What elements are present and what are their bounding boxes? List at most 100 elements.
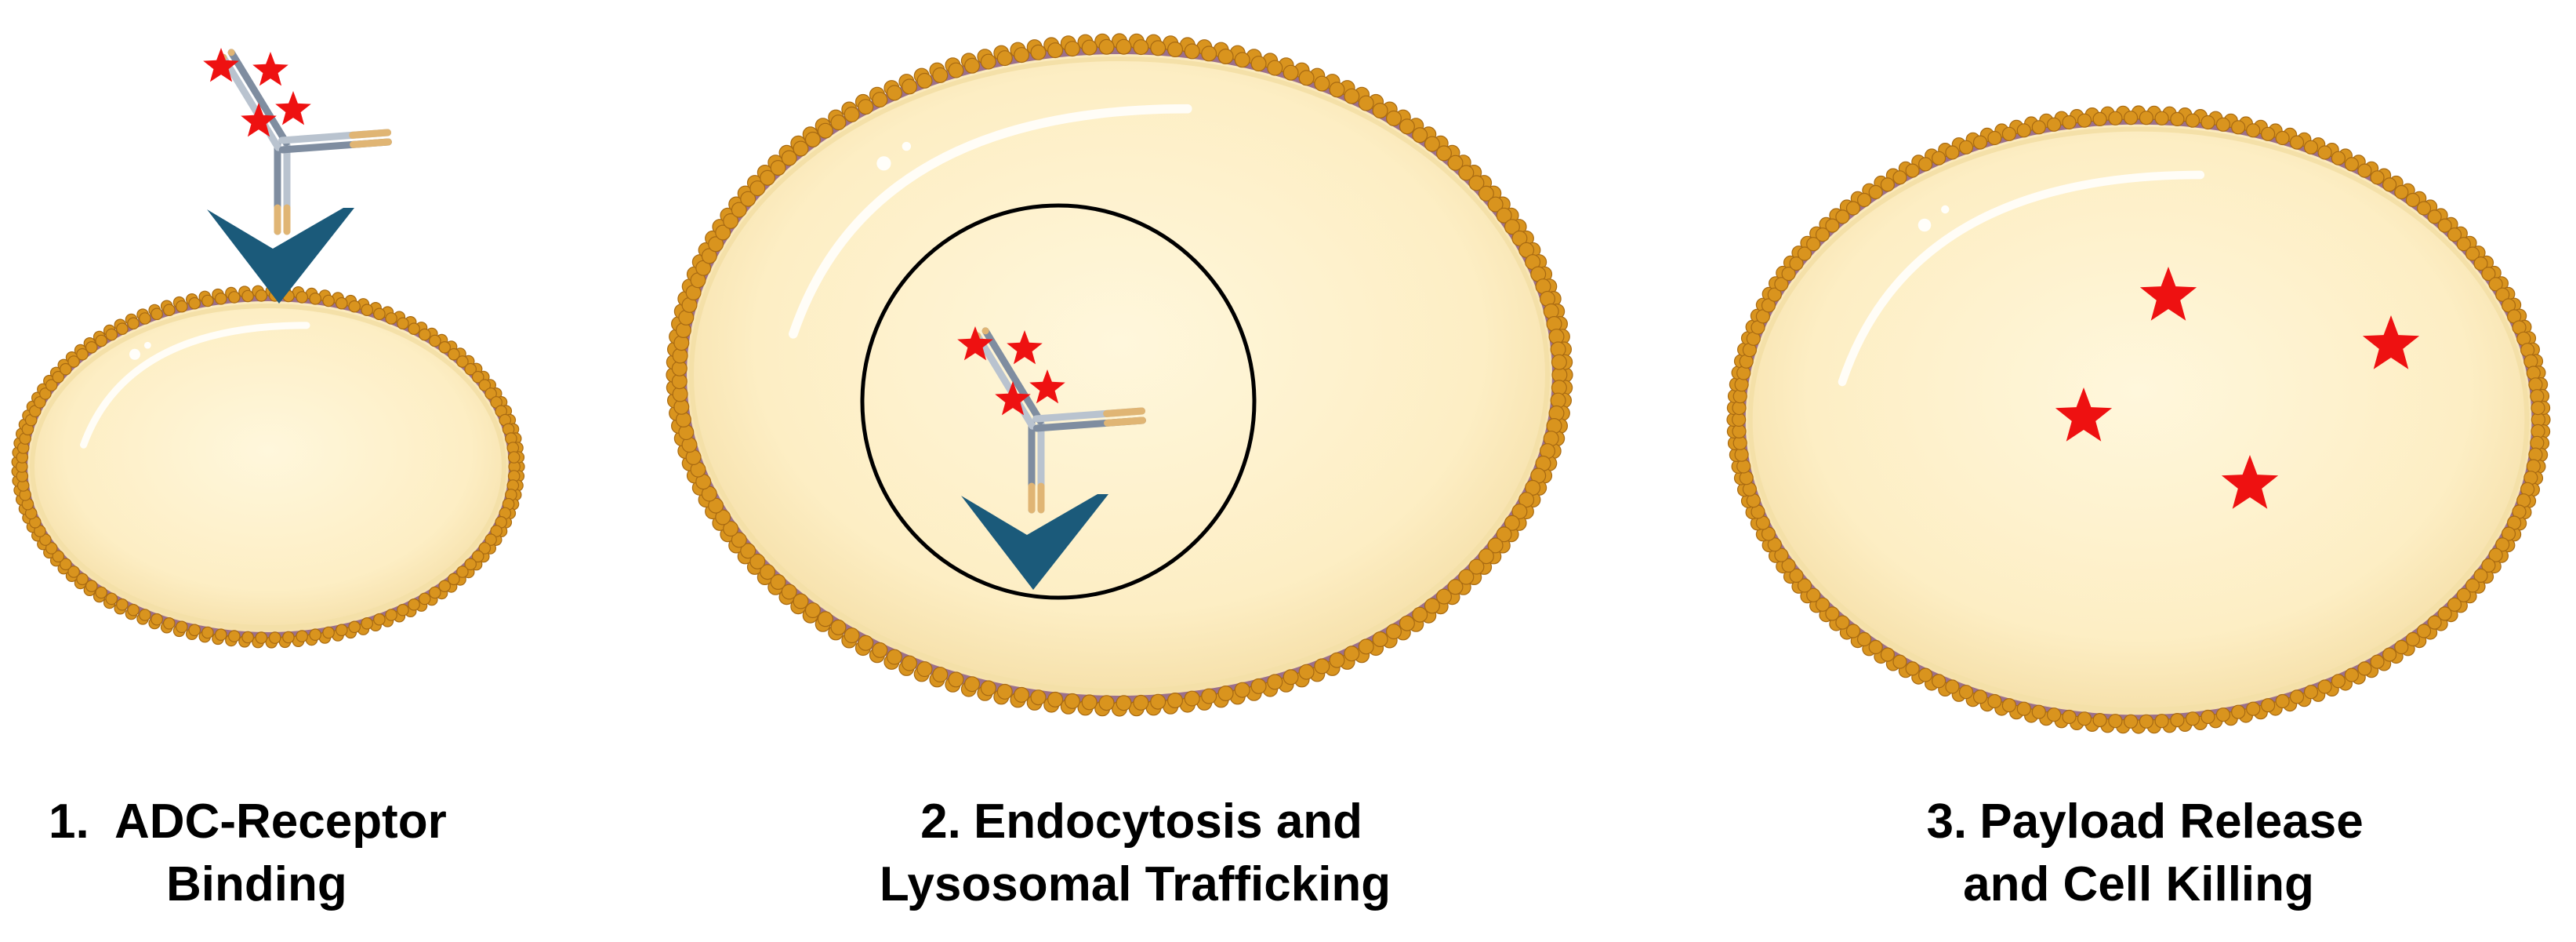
phospholipid-head xyxy=(1424,136,1440,152)
phospholipid-head xyxy=(1166,41,1183,57)
phospholipid-head xyxy=(214,628,227,641)
phospholipid-head xyxy=(241,289,254,303)
phospholipid-head xyxy=(2437,218,2452,233)
phospholipid-head xyxy=(1918,157,1933,172)
phospholipid-head xyxy=(2528,377,2543,392)
payload-star-icon xyxy=(2055,387,2113,442)
antibody-chain xyxy=(981,327,1044,425)
phospholipid-head xyxy=(2108,714,2123,729)
phospholipid-head xyxy=(1487,196,1504,213)
receptor-shape xyxy=(207,208,354,304)
payload-star-icon xyxy=(241,103,277,137)
phospholipid-head xyxy=(2465,246,2480,261)
phospholipid-head xyxy=(116,598,129,611)
phospholipid-head xyxy=(2215,707,2230,722)
phospholipid-head xyxy=(139,312,151,325)
phospholipid-head xyxy=(1385,624,1402,640)
payload-star-icon xyxy=(203,48,239,82)
phospholipid-head xyxy=(2382,177,2397,192)
phospholipid-head xyxy=(2405,192,2420,208)
phospholipid-head xyxy=(2303,140,2319,155)
phospholipid-head xyxy=(2062,709,2077,725)
phospholipid-head xyxy=(428,586,441,599)
phospholipid-head xyxy=(60,362,72,376)
phospholipid-head xyxy=(1478,185,1494,202)
phospholipid-head xyxy=(85,580,98,592)
antibody-drug-conjugate-icon xyxy=(203,48,392,235)
phospholipid-head xyxy=(1267,674,1283,690)
phospholipid-head xyxy=(708,497,724,514)
phospholipid-head xyxy=(2456,587,2471,602)
phospholipid-head xyxy=(844,627,860,644)
phospholipid-head xyxy=(484,387,497,400)
phospholipid-head xyxy=(1372,631,1388,647)
phospholipid-head xyxy=(1478,548,1494,565)
phospholipid-head xyxy=(804,131,821,147)
phospholipid-head xyxy=(309,628,321,641)
phospholipid-head xyxy=(408,322,420,335)
phospholipid-head xyxy=(176,620,188,634)
phospholipid-head xyxy=(902,655,918,671)
phospholipid-head xyxy=(418,592,431,606)
phospholipid-head xyxy=(715,509,731,526)
cell-highlight-dot xyxy=(1917,218,1932,232)
phospholipid-head xyxy=(1825,218,1840,233)
antibody-tip xyxy=(1103,407,1146,417)
receptor-icon xyxy=(207,208,354,304)
phospholipid-head xyxy=(428,334,441,347)
antibody-drug-conjugate-icon xyxy=(957,326,1146,514)
phospholipid-head xyxy=(241,631,254,644)
phospholipid-head xyxy=(2488,277,2503,292)
phospholipid-head xyxy=(708,236,724,253)
phospholipid-head xyxy=(490,525,503,537)
phospholipid-head xyxy=(817,122,833,139)
phospholipid-head xyxy=(858,99,874,115)
phospholipid-head xyxy=(1064,41,1080,57)
cytoplasm xyxy=(687,54,1552,696)
caption-step-3: 3.Payload Release and Cell Killing xyxy=(1864,791,2413,916)
receptor-shape xyxy=(961,494,1108,590)
phospholipid-head xyxy=(1283,64,1299,81)
phospholipid-head xyxy=(2447,597,2462,612)
phospholipid-head xyxy=(1150,40,1166,56)
phospholipid-head xyxy=(1868,184,1883,200)
phospholipid-head xyxy=(2170,712,2185,728)
phospholipid-head xyxy=(255,289,268,302)
payload-star-icon xyxy=(995,381,1031,416)
phospholipid-head xyxy=(2289,689,2305,704)
phospholipid-head xyxy=(361,304,373,316)
phospholipid-head xyxy=(2016,701,2031,716)
phospholipid-head xyxy=(1014,47,1030,64)
phospholipid-head xyxy=(448,347,460,361)
phospholipid-head xyxy=(1815,227,1830,242)
phospholipid-head xyxy=(2447,227,2462,242)
payload-star-icon xyxy=(957,326,993,361)
phospholipid-head xyxy=(201,626,214,639)
payload-star-icon xyxy=(2362,315,2420,369)
phospholipid-head xyxy=(1133,694,1149,711)
phospholipid-head xyxy=(2215,117,2230,132)
phospholipid-head xyxy=(740,191,756,207)
phospholipid-head xyxy=(781,584,797,600)
phospholipid-head xyxy=(1150,693,1166,710)
phospholipid-head xyxy=(2344,157,2359,172)
phospholipid-head xyxy=(2139,111,2153,125)
phospholipid-head xyxy=(1166,692,1183,708)
phospholipid-head xyxy=(844,106,860,122)
phospholipid-head xyxy=(478,379,492,391)
payload-star-icon xyxy=(1007,330,1043,365)
phospholipid-head xyxy=(322,626,335,639)
phospholipid-head xyxy=(760,169,776,186)
cell-2 xyxy=(666,33,1573,717)
phospholipid-head xyxy=(1487,537,1504,554)
phospholipid-head xyxy=(385,609,397,621)
phospholipid-head xyxy=(1116,695,1132,711)
phospholipid-head xyxy=(749,553,766,569)
caption-step-3-line-1: Payload Release xyxy=(1979,795,2364,849)
phospholipid-head xyxy=(2382,647,2397,662)
phospholipid-head xyxy=(45,542,58,555)
phospholipid-head xyxy=(2394,639,2409,655)
phospholipid-head xyxy=(1972,689,1988,704)
phospholipid-head xyxy=(749,180,766,197)
phospholipid-head xyxy=(2405,631,2420,647)
